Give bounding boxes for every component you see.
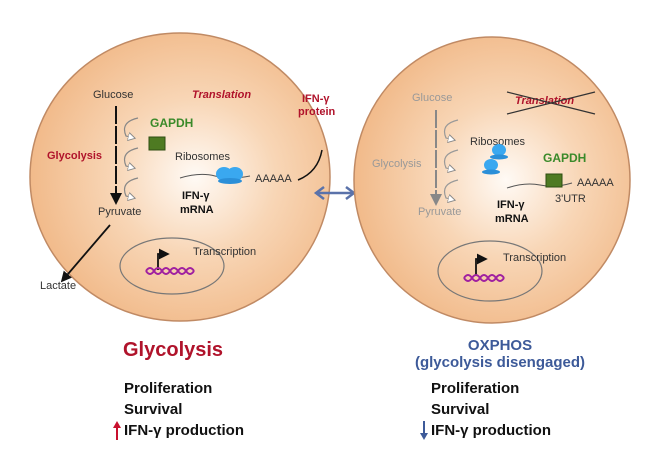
ifn-protein-line1: IFN-γ	[302, 93, 330, 105]
utr-label: 3'UTR	[555, 193, 586, 205]
ribosome-icon	[482, 144, 508, 175]
cross-out-icon	[506, 91, 596, 115]
glycolysis-arrows	[110, 106, 139, 205]
glycolysis-label: Glycolysis	[372, 158, 422, 170]
ifn-protein-line2: protein	[298, 106, 336, 118]
gapdh-label: GAPDH	[150, 116, 193, 130]
translation-label: Translation	[192, 89, 251, 101]
mrna-label-line2: mRNA	[180, 204, 214, 216]
gapdh-protein-icon	[545, 173, 563, 188]
polya-tail: AAAAA	[255, 173, 292, 185]
summary-item: IFN-γ production	[431, 422, 551, 439]
ribosomes-label: Ribosomes	[175, 151, 231, 163]
ribosome-icon	[216, 167, 243, 184]
dna-icon	[463, 274, 505, 282]
nucleus	[119, 237, 225, 295]
mrna-label-line2: mRNA	[495, 213, 529, 225]
left-summary: Glycolysis Proliferation Survival IFN-γ …	[113, 339, 244, 440]
polya-tail: AAAAA	[577, 177, 614, 189]
gapdh-label: GAPDH	[543, 151, 586, 165]
summary-title: Glycolysis	[123, 339, 223, 361]
secretion-line	[297, 149, 323, 181]
glucose-label: Glucose	[93, 89, 133, 101]
glycolysis-label: Glycolysis	[47, 150, 102, 162]
summary-item: Proliferation	[431, 380, 519, 397]
summary-item: IFN-γ production	[124, 422, 244, 439]
glycolysis-arrows	[430, 110, 459, 206]
summary-title: OXPHOS	[468, 337, 532, 354]
pyruvate-label: Pyruvate	[418, 206, 461, 218]
transcription-label: Transcription	[503, 252, 566, 264]
mrna-label-line1: IFN-γ	[497, 199, 525, 211]
promoter-arrow-icon	[157, 248, 170, 270]
mrna-label-line1: IFN-γ	[182, 190, 210, 202]
lactate-arrow	[60, 224, 111, 283]
ribosomes-label: Ribosomes	[470, 136, 526, 148]
promoter-arrow-icon	[475, 253, 488, 275]
nucleus	[437, 240, 543, 302]
right-cell: Glucose Translation Ribosomes Glycolysis…	[353, 36, 631, 324]
summary-item: Survival	[124, 401, 182, 418]
gapdh-protein-icon	[148, 136, 166, 151]
cell-membrane	[353, 36, 631, 324]
right-summary: OXPHOS (glycolysis disengaged) Prolifera…	[415, 337, 585, 440]
pyruvate-label: Pyruvate	[98, 206, 141, 218]
summary-item: Proliferation	[124, 380, 212, 397]
left-cell: Glucose Translation GAPDH Glycolysis Rib…	[29, 32, 336, 322]
summary-item: Survival	[431, 401, 489, 418]
lactate-label: Lactate	[40, 280, 76, 292]
double-arrow-icon	[313, 186, 357, 200]
down-arrow-icon	[420, 421, 428, 440]
up-arrow-icon	[113, 421, 121, 440]
cell-membrane	[29, 32, 331, 322]
glucose-label: Glucose	[412, 92, 452, 104]
dna-icon	[145, 267, 195, 275]
transcription-label: Transcription	[193, 246, 256, 258]
summary-subtitle: (glycolysis disengaged)	[415, 354, 585, 371]
